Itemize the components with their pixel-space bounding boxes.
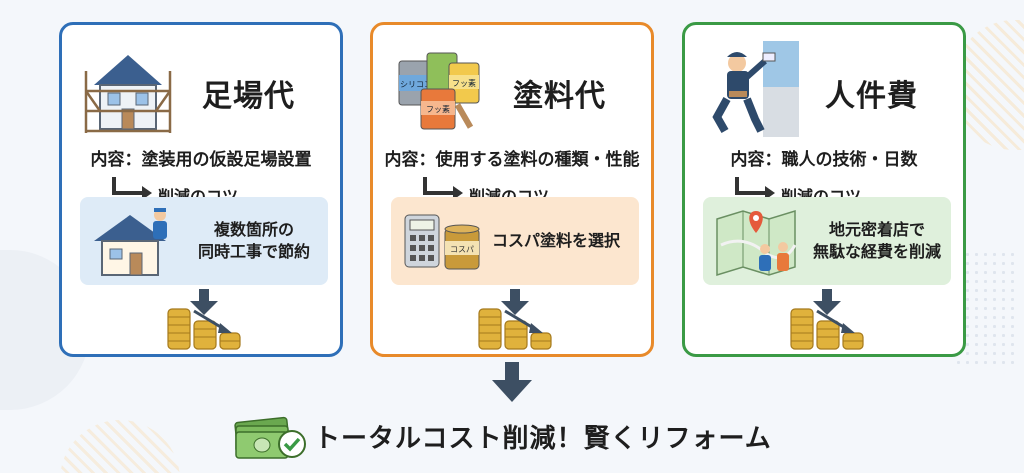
card-paint: シリコン フッ素 フッ素 塗料代 内容：使用する塗料の種類・性能 削減のコツ <box>370 22 654 357</box>
down-arrow-icon <box>501 289 529 315</box>
tip-text: 複数箇所の 同時工事で節約 <box>186 197 322 285</box>
card-labor: 人件費 内容：職人の技術・日数 削減のコツ 地元密着店で 無 <box>682 22 966 357</box>
background-stripes <box>60 420 180 473</box>
tip-line: コスパ塗料を選択 <box>491 231 620 250</box>
coins-decrease-icon <box>478 308 552 350</box>
paint-label: シリコン <box>400 80 432 89</box>
down-arrow-icon <box>813 289 841 315</box>
tip-line: 複数箇所の <box>213 220 294 239</box>
tip-box: コスパ コスパ塗料を選択 <box>391 197 639 285</box>
scaffold-house-icon <box>80 41 176 137</box>
money-check-icon <box>234 416 306 459</box>
down-arrow-icon <box>190 289 218 315</box>
tip-box: 地元密着店で 無駄な経費を削減 <box>703 197 951 285</box>
tip-line: 無駄な経費を削減 <box>812 242 941 261</box>
card-description: 内容：塗装用の仮設足場設置 <box>90 150 312 170</box>
conclusion-banner: トータルコスト削減！賢くリフォーム <box>232 408 792 464</box>
conclusion-text: トータルコスト削減！賢くリフォーム <box>314 424 772 454</box>
coins-decrease-icon <box>167 308 241 350</box>
card-description: 内容：使用する塗料の種類・性能 <box>384 150 640 170</box>
coins-decrease-icon <box>790 308 864 350</box>
card-scaffolding: 足場代 内容：塗装用の仮設足場設置 削減のコツ 複数箇所の 同時工事で節約 <box>59 22 343 357</box>
paint-cans-icon: シリコン フッ素 フッ素 <box>391 41 487 137</box>
paint-label: フッ素 <box>426 104 450 114</box>
elbow-arrow-icon <box>735 177 775 200</box>
paint-label: フッ素 <box>452 78 476 88</box>
card-title: 足場代 <box>202 79 295 114</box>
can-label: コスパ <box>450 245 474 254</box>
roof-worker-icon <box>90 205 180 277</box>
card-title: 人件費 <box>825 79 918 114</box>
map-handshake-icon <box>713 205 803 277</box>
card-description: 内容：職人の技術・日数 <box>730 150 918 170</box>
card-title: 塗料代 <box>513 79 606 114</box>
painter-worker-icon <box>703 41 799 137</box>
elbow-arrow-icon <box>112 177 152 200</box>
main-down-arrow-icon <box>492 362 532 402</box>
tip-text: 地元密着店で 無駄な経費を削減 <box>809 197 945 285</box>
tip-line: 同時工事で節約 <box>197 242 310 261</box>
elbow-arrow-icon <box>423 177 463 200</box>
tip-line: 地元密着店で <box>828 220 925 239</box>
tip-text: コスパ塗料を選択 <box>479 197 633 285</box>
calculator-paint-icon: コスパ <box>401 205 491 277</box>
tip-box: 複数箇所の 同時工事で節約 <box>80 197 328 285</box>
